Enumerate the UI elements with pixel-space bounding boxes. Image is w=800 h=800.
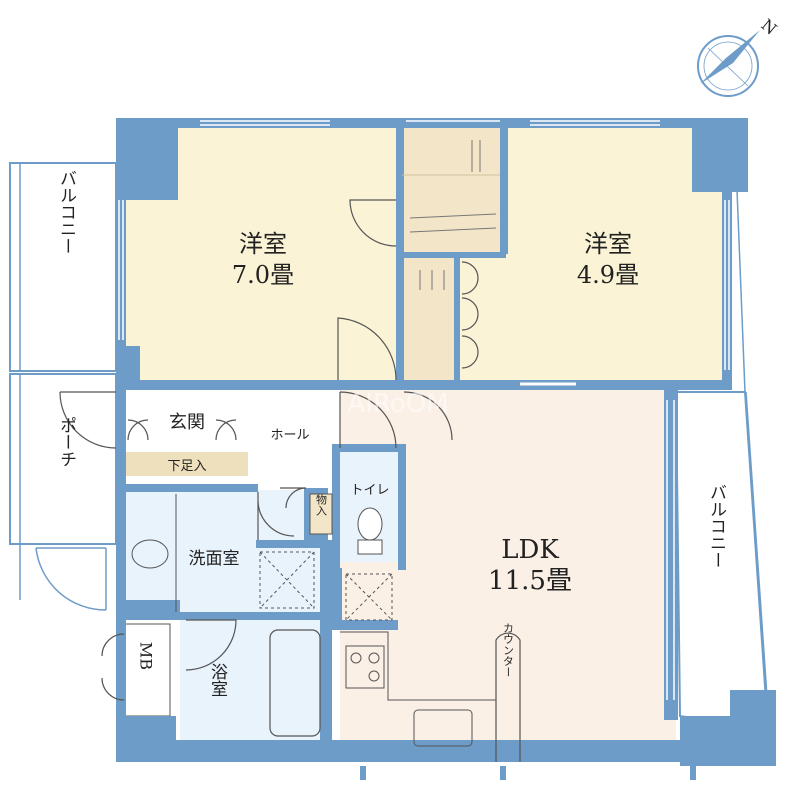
room-bath bbox=[180, 620, 328, 742]
counter-label: カウンター bbox=[502, 622, 515, 677]
watermark: AIRoOM bbox=[347, 389, 448, 419]
western-right-name: 洋室 bbox=[584, 230, 632, 258]
balcony-left-label: バルコニー bbox=[56, 170, 76, 255]
kitchen-sink bbox=[413, 709, 473, 747]
shoe-storage-fill bbox=[126, 452, 248, 476]
balcony-right bbox=[674, 189, 771, 741]
washroom-label: 洗面室 bbox=[189, 549, 240, 569]
balcony-left bbox=[9, 162, 117, 372]
doors bbox=[59, 199, 521, 762]
bath-label: 浴室 bbox=[207, 663, 228, 697]
meter-box-label: MB bbox=[137, 642, 156, 670]
balcony-right-label: バルコニー bbox=[706, 484, 726, 569]
porch bbox=[9, 373, 117, 611]
toilet-label: トイレ bbox=[350, 483, 389, 498]
storage-small-box bbox=[309, 493, 333, 535]
ldk-name: LDK bbox=[501, 535, 559, 565]
hall-label: ホール bbox=[270, 428, 309, 443]
fridge-space bbox=[345, 573, 393, 621]
closet-lower bbox=[402, 258, 458, 382]
closet-shelves bbox=[402, 140, 500, 290]
toilet-fixture bbox=[357, 507, 383, 555]
shoe-storage-label: 下足入 bbox=[167, 459, 206, 474]
storage-small-label: 物入 bbox=[315, 493, 328, 516]
compass-needle-icon bbox=[700, 30, 760, 84]
closet-upper bbox=[402, 128, 502, 254]
western-left-size: 7.0畳 bbox=[232, 261, 294, 289]
compass-north-letter: N bbox=[757, 15, 780, 39]
ldk-size: 11.5畳 bbox=[488, 566, 572, 596]
western-right-size: 4.9畳 bbox=[577, 261, 639, 289]
porch-label: ポーチ bbox=[56, 416, 76, 467]
washroom-fixtures bbox=[131, 494, 315, 612]
bathtub bbox=[269, 629, 321, 737]
meter-box bbox=[123, 623, 171, 717]
western-left-name: 洋室 bbox=[239, 230, 287, 258]
kitchen bbox=[340, 631, 496, 747]
stove-burner-1 bbox=[350, 652, 362, 664]
stove-burner-3 bbox=[368, 670, 380, 682]
windows bbox=[118, 120, 730, 700]
stove-burner-2 bbox=[368, 652, 380, 664]
genkan-label: 玄関 bbox=[169, 412, 205, 433]
compass: N bbox=[697, 15, 780, 97]
room-washroom bbox=[124, 490, 324, 618]
